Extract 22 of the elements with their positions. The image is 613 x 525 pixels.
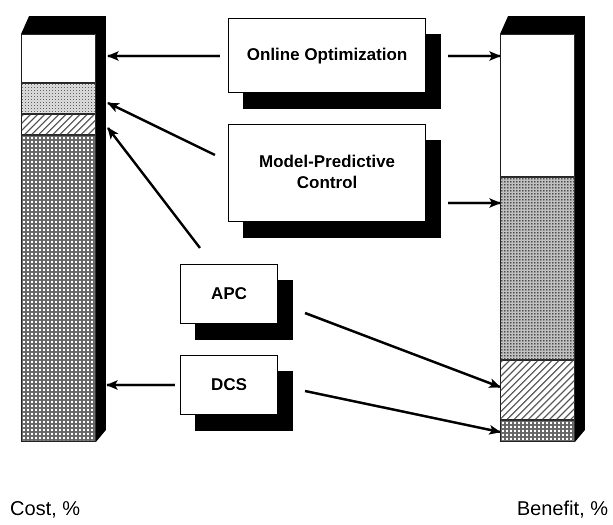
arrow — [107, 102, 216, 156]
arrow — [448, 198, 501, 208]
bar-segment — [21, 83, 96, 114]
arrow — [304, 390, 501, 435]
arrow — [304, 312, 501, 388]
arrow — [106, 127, 202, 249]
process-box: Model-Predictive Control — [228, 124, 426, 222]
bar-segment — [500, 420, 575, 442]
process-box: Online Optimization — [228, 18, 426, 93]
arrow — [448, 51, 501, 61]
axis-label: Cost, % — [10, 498, 80, 521]
bar-segment — [500, 34, 575, 177]
bar-segment — [21, 34, 96, 83]
bar-segment — [21, 114, 96, 135]
bar-segment — [500, 177, 575, 360]
arrow — [106, 380, 175, 390]
arrow — [107, 51, 220, 61]
bar-segment — [21, 135, 96, 442]
bar-segment — [500, 360, 575, 420]
process-box: DCS — [180, 355, 278, 415]
axis-label: Benefit, % — [516, 498, 608, 521]
process-box: APC — [180, 264, 278, 324]
